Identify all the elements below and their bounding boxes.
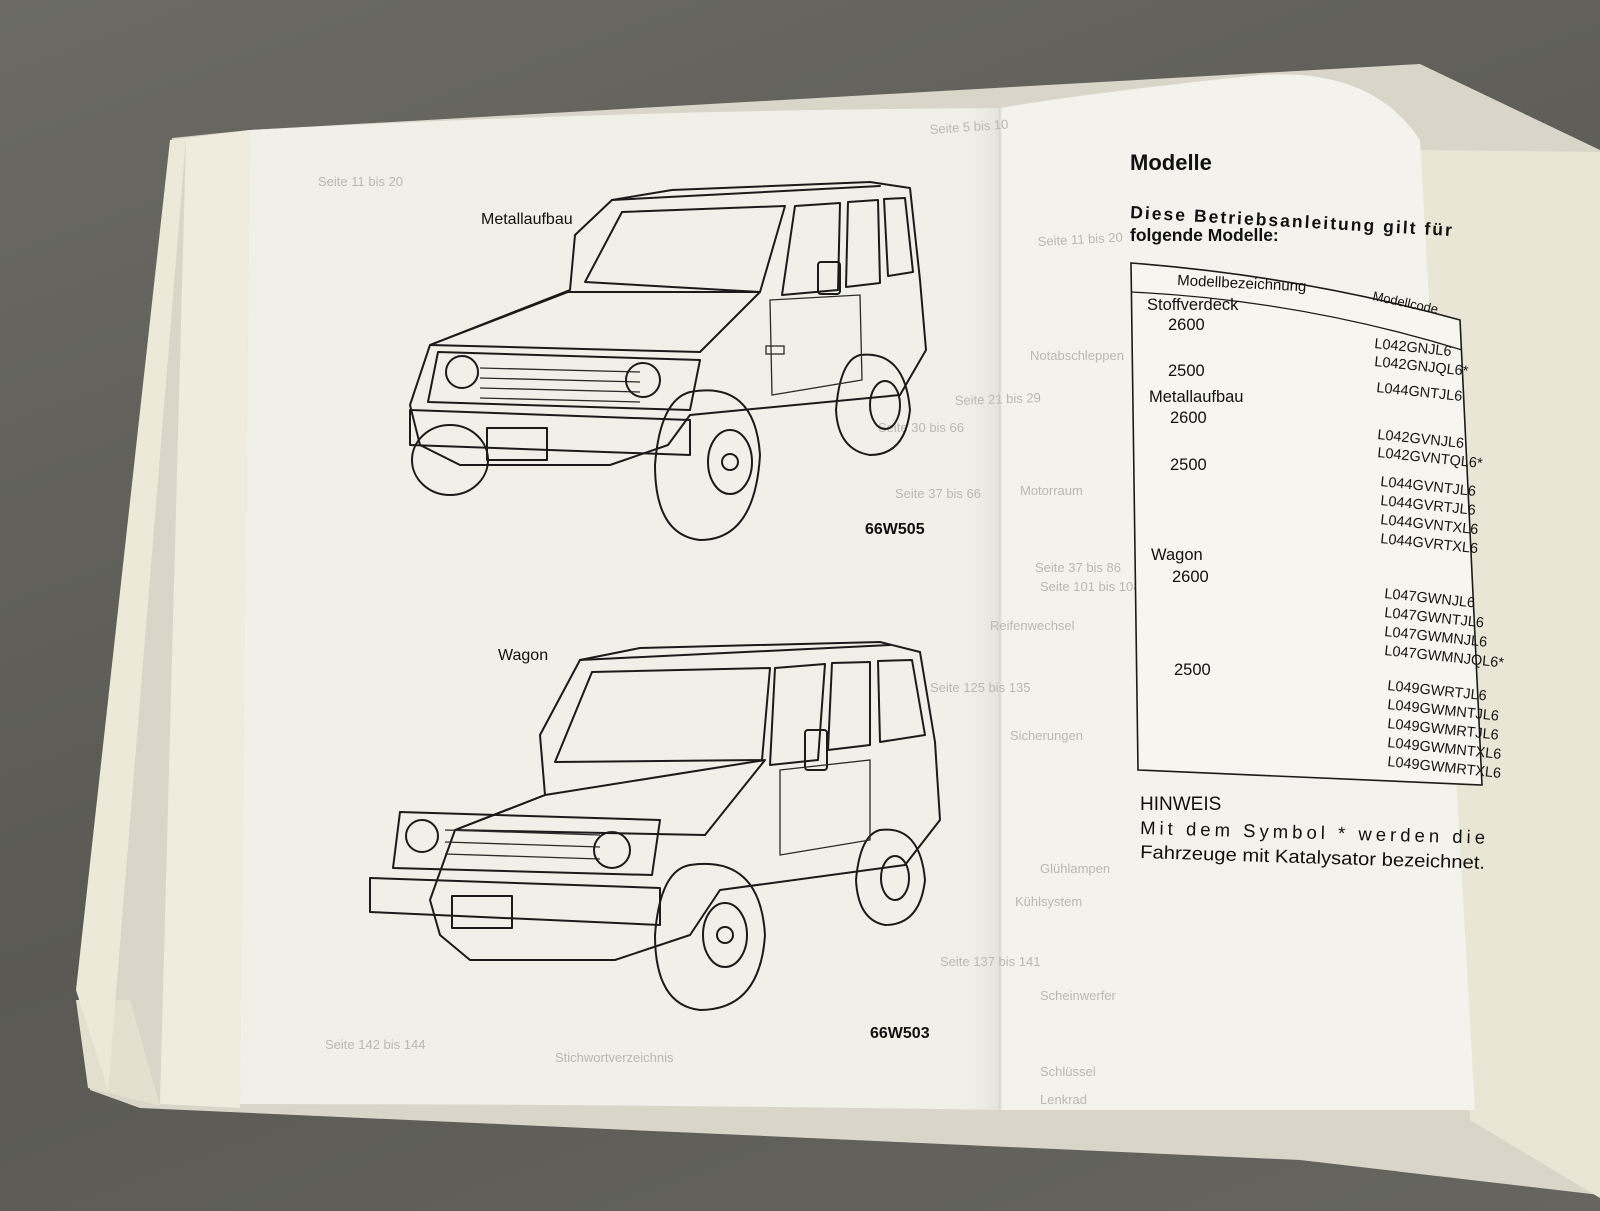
table-group-name: Wagon: [1151, 546, 1203, 564]
show-through-item: Notabschleppen: [1030, 348, 1124, 363]
show-through-ref: Seite 142 bis 144: [325, 1037, 425, 1052]
show-through-item: Reifenwechsel: [990, 618, 1075, 633]
vehicle-illustration-bottom: Wagon 66W503: [369, 641, 941, 1042]
show-through-ref: Seite 37 bis 66: [895, 486, 981, 501]
show-through-item: Motorraum: [1020, 483, 1083, 498]
table-row-engine: 2600: [1172, 568, 1209, 586]
vehicle-illustration-top: Metallaufbau: [409, 181, 927, 541]
table-row-engine: 2600: [1170, 409, 1207, 427]
page-title: Modelle: [1130, 150, 1212, 175]
show-through-ref: Seite 21 bis 29: [955, 390, 1041, 408]
show-through-item: Lenkrad: [1040, 1092, 1087, 1107]
show-through-ref: Seite 37 bis 86: [1035, 560, 1121, 575]
table-row-engine: 2500: [1168, 362, 1205, 380]
show-through-ref: Seite 30 bis 66: [878, 420, 964, 435]
show-through-item: Glühlampen: [1040, 861, 1110, 876]
show-through-item: Stichwortverzeichnis: [555, 1050, 674, 1065]
show-through-item: Schlüssel: [1040, 1064, 1096, 1079]
show-through-ref: Seite 137 bis 141: [940, 954, 1040, 969]
table-group-name: Metallaufbau: [1149, 388, 1243, 406]
table-group-name: Stoffverdeck: [1147, 296, 1239, 314]
table-row-engine: 2500: [1174, 661, 1211, 679]
show-through-ref: Seite 11 bis 20: [318, 174, 403, 189]
show-through-item: Kühlsystem: [1015, 894, 1082, 909]
illustration-label: Wagon: [498, 647, 548, 664]
intro-line-2: folgende Modelle:: [1130, 225, 1279, 245]
show-through-item: Scheinwerfer: [1040, 988, 1117, 1003]
table-row-engine: 2500: [1170, 456, 1207, 474]
table-header-name: Modellbezeichnung: [1177, 272, 1307, 295]
show-through-ref: Seite 11 bis 20: [1037, 230, 1123, 249]
illustration-code: 66W503: [870, 1025, 930, 1042]
illustration-code: 66W505: [865, 521, 925, 538]
show-through-text: Seite 5 bis 10 Seite 11 bis 20 Seite 21 …: [318, 117, 1140, 1107]
show-through-ref: Seite 5 bis 10: [929, 117, 1009, 137]
illustration-label: Metallaufbau: [481, 211, 573, 228]
left-page: [240, 108, 1000, 1110]
show-through-item: Sicherungen: [1010, 728, 1083, 743]
table-row-engine: 2600: [1168, 316, 1205, 334]
note-title: HINWEIS: [1140, 794, 1221, 815]
car-icon: [409, 181, 927, 541]
show-through-ref: Seite 125 bis 135: [930, 680, 1030, 695]
car-icon: [369, 641, 941, 1011]
show-through-ref: Seite 101 bis 108: [1040, 579, 1140, 594]
models-table: Modellbezeichnung Modellcode Stoffverdec…: [1130, 262, 1505, 786]
